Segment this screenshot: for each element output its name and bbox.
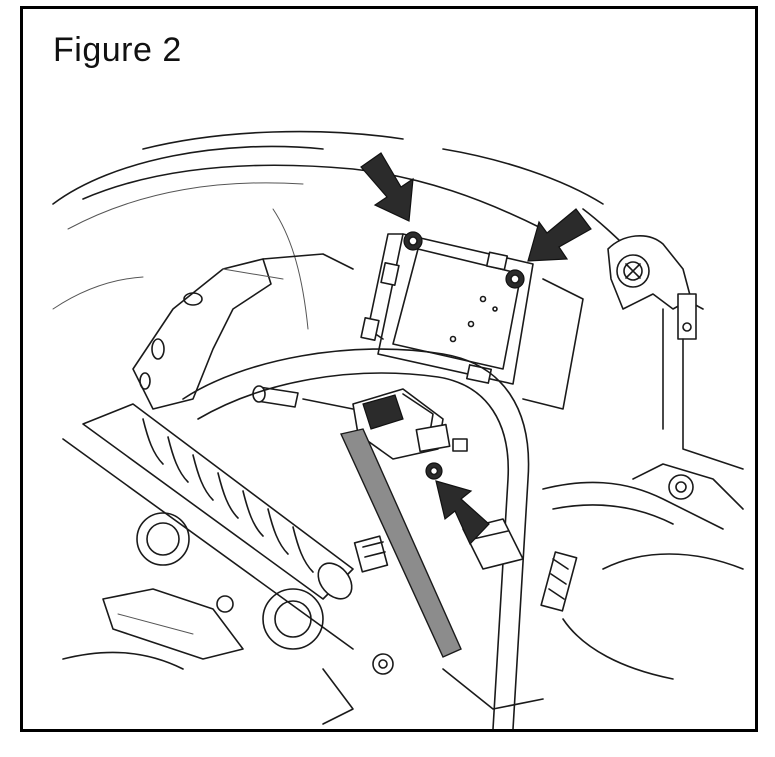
control-module bbox=[360, 231, 584, 410]
callout-arrows bbox=[360, 152, 592, 546]
top-left-bolt-arrow bbox=[360, 152, 414, 222]
top-right-bolt-arrow bbox=[527, 208, 592, 262]
wire-connector bbox=[302, 388, 468, 480]
bottom-bolt-arrow bbox=[435, 480, 490, 546]
figure-frame: Figure 2 bbox=[20, 6, 758, 732]
engine-bay-illustration bbox=[52, 130, 744, 729]
figure-title: Figure 2 bbox=[53, 31, 182, 69]
left-bracket bbox=[132, 253, 354, 410]
lower-left-parts bbox=[62, 512, 544, 725]
right-bracket bbox=[607, 234, 744, 470]
corrugated-hose bbox=[62, 403, 354, 650]
sensor-pin bbox=[252, 385, 299, 408]
cross-pipe bbox=[182, 348, 530, 729]
grey-strap bbox=[340, 428, 462, 658]
